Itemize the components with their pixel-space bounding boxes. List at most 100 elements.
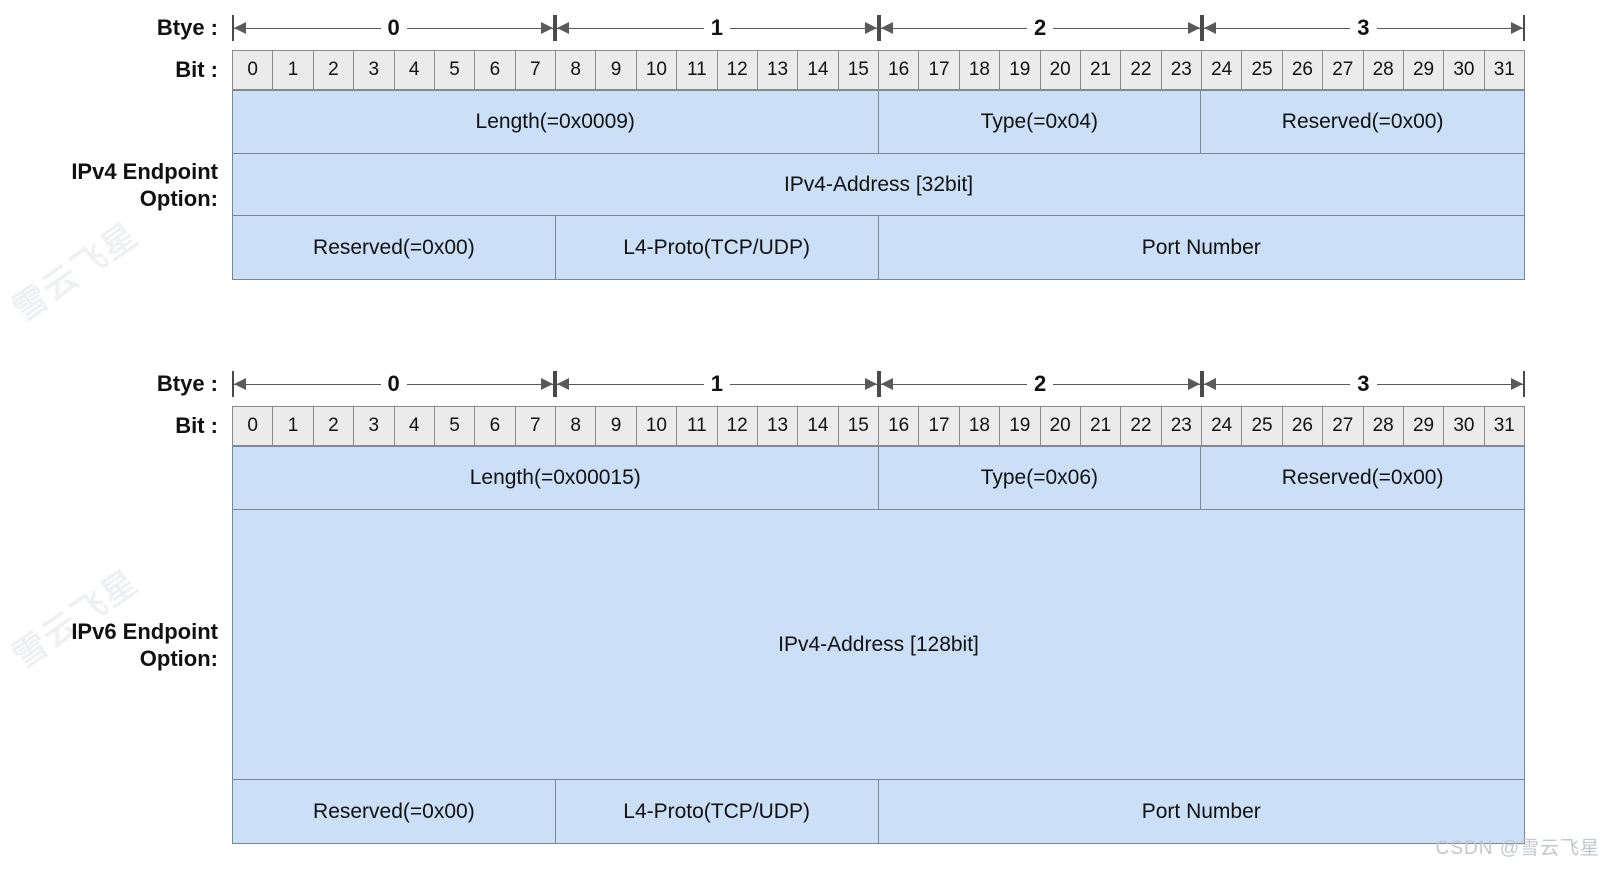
ipv6-byte-tick-start-1 <box>555 371 558 397</box>
ipv6-field-ipv4-address-128bit: IPv4-Address [128bit] <box>778 632 979 656</box>
ipv4-byte-number: 3 <box>1350 17 1377 39</box>
ipv6-byte-tick-end-3 <box>1523 371 1525 397</box>
ipv4-byte-tick-start-3 <box>1201 15 1204 41</box>
ipv6-field-grid: Length(=0x00015)Type(=0x06)Reserved(=0x0… <box>232 446 1525 844</box>
ipv6-bit-cell-5: 5 <box>435 407 476 445</box>
ipv6-field-l4-proto-tcp-udp: L4-Proto(TCP/UDP) <box>556 780 879 843</box>
ipv4-bit-cell-17: 17 <box>919 51 960 89</box>
ipv6-bit-cell-9: 9 <box>596 407 637 445</box>
ipv6-arrow-right-icon-1 <box>864 378 877 390</box>
ipv6-bit-cell-13: 13 <box>758 407 799 445</box>
ipv4-byte-tick-start-0 <box>232 15 234 41</box>
ipv4-byte-arrow-2: 2 <box>880 15 1200 41</box>
ipv4-field-row-1: Length(=0x0009)Type(=0x04) Reserved(=0x00… <box>232 90 1525 154</box>
ipv6-bit-cell-10: 10 <box>637 407 678 445</box>
ipv4-side-label-line2: Option: <box>139 186 218 211</box>
ipv6-side-label: IPv6 Endpoint Option: <box>0 618 232 673</box>
ipv6-bit-cell-22: 22 <box>1121 407 1162 445</box>
ipv6-arrow-left-icon-1 <box>557 378 570 390</box>
ipv4-bit-cell-4: 4 <box>395 51 435 89</box>
csdn-watermark: CSDN @雪云飞星 <box>1435 838 1600 859</box>
ipv6-byte-ruler: 0 1 2 3 <box>232 362 1525 406</box>
ipv4-bit-cell-14: 14 <box>798 51 839 89</box>
ipv6-bit-cell-17: 17 <box>919 407 960 445</box>
ipv6-side-label-line2: Option: <box>139 646 218 671</box>
ipv6-byte-arrow-2: 2 <box>880 371 1200 397</box>
ipv4-byte-arrow-0: 0 <box>234 15 554 41</box>
ipv6-bit-cell-27: 27 <box>1323 407 1364 445</box>
ipv6-bit-cell-29: 29 <box>1404 407 1445 445</box>
ipv4-field-l4-proto-tcp-udp: L4-Proto(TCP/UDP) <box>556 216 879 279</box>
ipv4-bit-cell-16: 16 <box>879 51 920 89</box>
ipv6-bit-cell-24: 24 <box>1202 407 1243 445</box>
ipv6-field-row-2: IPv4-Address [128bit] <box>232 510 1525 780</box>
ipv4-field-length-0x0009: Length(=0x0009) <box>233 91 879 153</box>
ipv4-byte-tick-end-3 <box>1523 15 1525 41</box>
ipv4-field-port-number: Port Number <box>1141 235 1261 259</box>
ipv6-arrow-left-icon-2 <box>880 378 893 390</box>
ipv4-bit-cell-8: 8 <box>556 51 597 89</box>
ipv4-bit-cell-29: 29 <box>1404 51 1445 89</box>
ipv4-bit-cell-12: 12 <box>718 51 758 89</box>
ipv6-byte-segment-2: 2 <box>878 362 1202 406</box>
ipv6-byte-arrow-3: 3 <box>1203 371 1523 397</box>
ipv4-arrow-left-icon-3 <box>1203 22 1216 34</box>
ipv6-bit-cell-31: 31 <box>1493 415 1515 436</box>
ipv6-bit-cell-21: 21 <box>1081 407 1122 445</box>
ipv6-field-length-0x00015: Length(=0x00015) <box>233 447 879 509</box>
ipv6-bit-cell-20: 20 <box>1041 407 1081 445</box>
ipv6-byte-tick-end-2 <box>1199 371 1202 397</box>
ipv6-byte-number: 1 <box>703 373 730 395</box>
ipv4-bit-cell-1: 1 <box>273 51 314 89</box>
ipv6-byte-arrow-0: 0 <box>234 371 554 397</box>
ipv4-byte-arrow-3: 3 <box>1203 15 1523 41</box>
ipv4-byte-segment-1: 1 <box>555 6 879 50</box>
ipv4-bit-cell-2: 2 <box>314 51 355 89</box>
ipv4-bit-cell-27: 27 <box>1323 51 1364 89</box>
ipv4-bit-cell-19: 19 <box>1000 51 1041 89</box>
ipv6-arrow-right-icon-2 <box>1187 378 1200 390</box>
ipv4-arrow-left-icon-2 <box>880 22 893 34</box>
ipv6-bit-cell-18: 18 <box>960 407 1001 445</box>
ipv4-byte-arrow-1: 1 <box>557 15 877 41</box>
ipv4-arrow-left-icon-1 <box>557 22 570 34</box>
ipv6-bit-cell-2: 2 <box>314 407 355 445</box>
ipv6-bit-cell-26: 26 <box>1283 407 1324 445</box>
ipv4-field-reserved-0x00: Reserved(=0x00) <box>1281 110 1444 133</box>
ipv4-field-ipv4-address-32bit: IPv4-Address [32bit] <box>783 172 974 196</box>
ipv4-byte-number: 0 <box>380 17 407 39</box>
ipv4-bit-cell-21: 21 <box>1081 51 1122 89</box>
ipv6-bit-ruler-label: Bit : <box>175 413 218 439</box>
ipv6-bit-cell-19: 19 <box>1000 407 1041 445</box>
ipv6-byte-segment-1: 1 <box>555 362 879 406</box>
ipv6-bit-cell-6: 6 <box>475 407 516 445</box>
ipv4-field-type-0x04: Type(=0x04) <box>879 91 1202 153</box>
ipv4-field-row-3: Reserved(=0x00)L4-Proto(TCP/UDP)Port Num… <box>232 216 1525 280</box>
ipv6-bit-cell-15: 15 <box>839 407 879 445</box>
ipv4-byte-tick-start-2 <box>878 15 881 41</box>
ipv4-bit-cell-25: 25 <box>1242 51 1283 89</box>
ipv6-byte-number: 3 <box>1350 373 1377 395</box>
ipv6-byte-tick-end-0 <box>553 371 556 397</box>
ipv6-bit-cell-4: 4 <box>395 407 435 445</box>
ipv6-arrow-left-icon-3 <box>1203 378 1216 390</box>
ipv6-fields-row: IPv6 Endpoint Option: Length(=0x00015)Ty… <box>0 446 1614 844</box>
ipv6-bit-cell-7: 7 <box>516 407 556 445</box>
ipv6-bit-cell-16: 16 <box>879 407 920 445</box>
ipv4-bit-cell-22: 22 <box>1121 51 1162 89</box>
ipv4-bit-cell-7: 7 <box>516 51 556 89</box>
ipv4-byte-segment-2: 2 <box>878 6 1202 50</box>
ipv6-byte-arrow-1: 1 <box>557 371 877 397</box>
ipv6-bit-cell-25: 25 <box>1242 407 1283 445</box>
ipv4-bit-cell-3: 3 <box>354 51 395 89</box>
ipv6-bit-cell-12: 12 <box>718 407 758 445</box>
ipv6-field-reserved-0x00: Reserved(=0x00) <box>233 780 556 843</box>
ipv4-bit-cell-11: 11 <box>677 51 718 89</box>
ipv6-bit-cell-14: 14 <box>798 407 839 445</box>
ipv4-byte-ruler-label: Btye : <box>156 15 218 41</box>
ipv4-byte-segment-0: 0 <box>232 6 556 50</box>
